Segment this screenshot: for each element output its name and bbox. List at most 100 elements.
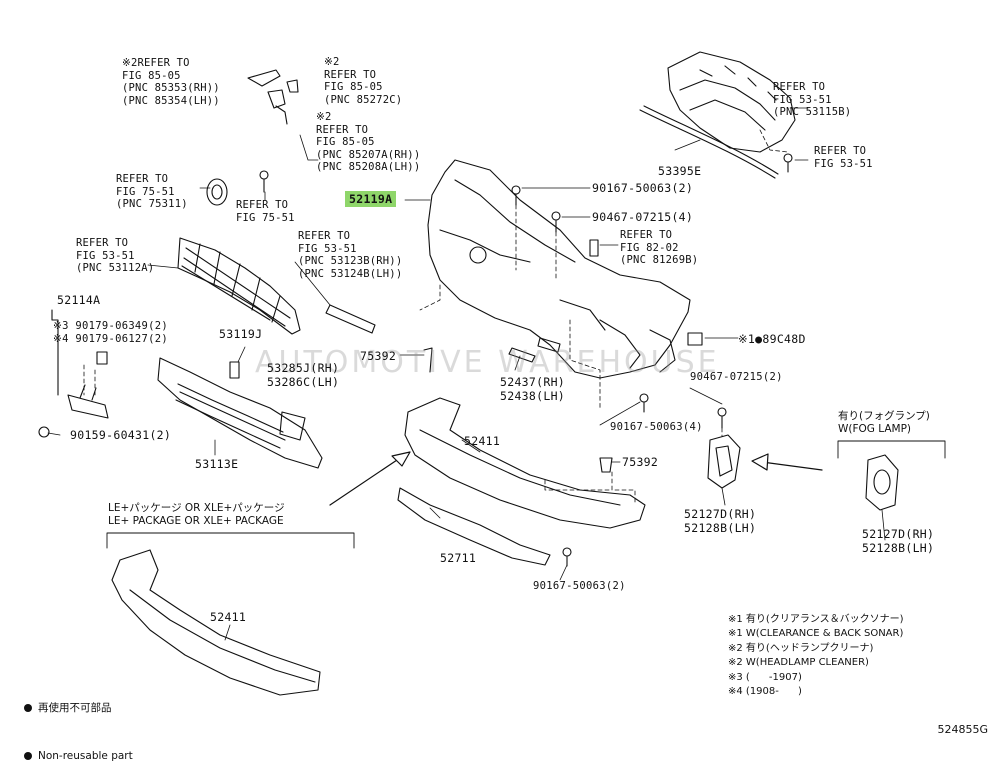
label-line: (PNC 85353(RH))	[122, 82, 220, 94]
label-line: (PNC 53112A)	[76, 262, 155, 274]
cover-53285J	[279, 411, 306, 441]
watermark: AUTOMOTIVE WAREHOUSE	[255, 345, 720, 380]
part-52114A[interactable]: 52114A	[57, 293, 100, 308]
part-52411-center[interactable]: 52411	[464, 434, 501, 449]
part-53113E[interactable]: 53113E	[195, 457, 238, 472]
fog-lamp-bracket	[837, 440, 946, 459]
label-line: REFER TO	[116, 173, 169, 185]
dashed-lines	[83, 129, 789, 506]
label-line: FIG 53-51	[76, 249, 135, 262]
fog-lamp-cover-w	[865, 454, 899, 511]
screw-90167-a	[511, 185, 521, 206]
part-52127D-a[interactable]: 52127D(RH)52128B(LH)	[684, 507, 757, 535]
part-90467-07215-4[interactable]: 90467-07215(4)	[592, 210, 693, 225]
clip-75-51	[259, 170, 269, 193]
package-bracket	[106, 532, 355, 549]
lower-grille	[157, 357, 323, 469]
drawing-code: 524855G	[937, 723, 988, 736]
part-52127D-b[interactable]: 52127D(RH)52128B(LH)	[862, 527, 935, 555]
label-line: 90167-50063(2)	[592, 181, 694, 195]
part-90167-50063-4[interactable]: 90167-50063(4)	[610, 421, 703, 435]
label-line: (PNC 85272C)	[324, 93, 403, 106]
fog-lamp-caption: 有り(フォグランプ)W(FOG LAMP)	[838, 410, 930, 436]
part-90167-50063-2c[interactable]: 90167-50063(2)	[533, 580, 626, 594]
label-line: ※2	[316, 111, 332, 123]
part-52119A[interactable]: 52119A	[345, 191, 397, 207]
bumper-reinforcement	[667, 51, 796, 153]
label-line: 52711	[440, 551, 477, 565]
clip-75392-right	[599, 457, 613, 473]
label-line: 75392	[360, 349, 397, 363]
label-line: 90167-50063(4)	[610, 421, 703, 433]
label-line: REFER TO	[298, 230, 351, 242]
label-line: W(FOG LAMP)	[838, 423, 912, 435]
part-52437[interactable]: 52437(RH)52438(LH)	[500, 375, 566, 403]
label-line: 90159-60431(2)	[70, 428, 172, 442]
label-line: FIG 85-05	[324, 81, 383, 93]
part-90467-07215-2[interactable]: 90467-07215(2)	[690, 371, 783, 385]
screw-90167-c	[562, 547, 572, 567]
legend-jp: 再使用不可部品	[38, 702, 112, 714]
part-52711[interactable]: 52711	[440, 551, 477, 566]
label-line: 52127D(RH)	[862, 527, 935, 541]
strip-53395E	[639, 105, 779, 179]
part-90179[interactable]: ※3 90179-06349(2)※4 90179-06127(2)	[53, 320, 168, 345]
parts-diagram	[38, 51, 946, 696]
non-reusable-dot-icon	[24, 752, 32, 760]
non-reusable-dot-icon	[24, 704, 32, 712]
part-90159-60431[interactable]: 90159-60431(2)	[70, 428, 172, 443]
label-line: REFER TO	[773, 81, 826, 93]
assembly-arrow-right	[751, 453, 823, 471]
label-line: 52127D(RH)	[684, 507, 757, 521]
part-52411-le[interactable]: 52411	[210, 610, 247, 625]
label-line: 52411	[210, 610, 247, 624]
label-line: 75392	[622, 455, 659, 469]
tab-52437	[508, 337, 561, 363]
part-89C48D[interactable]: ※1●89C48D	[738, 332, 806, 347]
screw-90467-b	[717, 407, 727, 429]
label-line: FIG 85-05	[122, 69, 181, 82]
footnotes: ※1 有り(クリアランス＆バックソナー)※1 W(CLEARANCE & BAC…	[728, 613, 904, 699]
label-line: ※4 90179-06127(2)	[53, 332, 169, 345]
leader-lines	[47, 107, 886, 641]
label-line: FIG 75-51	[236, 211, 295, 224]
label-line: REFER TO	[76, 237, 129, 249]
label-line: 52411	[464, 434, 501, 448]
emblem	[206, 178, 228, 206]
label-line: 90467-07215(2)	[690, 371, 783, 383]
part-53285J[interactable]: 53285J(RH)53286C(LH)	[267, 361, 340, 389]
part-75392-b[interactable]: 75392	[622, 455, 659, 470]
screw-90467-a	[551, 211, 561, 233]
part-75392-a[interactable]: 75392	[360, 349, 397, 364]
label-line: 52437(RH)	[500, 375, 566, 389]
assembly-arrow-left	[329, 451, 411, 506]
label-line: REFER TO	[620, 229, 673, 241]
bumper-cover	[427, 159, 691, 379]
label-line: ※2 有り(ヘッドランプクリーナ)	[728, 642, 874, 654]
part-90167-50063-2a[interactable]: 90167-50063(2)	[592, 181, 694, 196]
label-line: FIG 82-02	[620, 241, 679, 254]
label-line: 53285J(RH)	[267, 361, 340, 375]
label-line: ※4 (1908- )	[728, 686, 802, 698]
label-line: FIG 75-51	[116, 185, 175, 198]
legend-en: Non-reusable part	[38, 750, 133, 762]
part-53119J[interactable]: 53119J	[219, 327, 262, 342]
lower-spoiler-52411-le	[111, 549, 321, 696]
screw-90167-top	[783, 153, 793, 173]
strip-52711	[397, 487, 551, 566]
clip-89C48D	[687, 332, 703, 346]
part-53395E[interactable]: 53395E	[658, 164, 701, 179]
label-line: ※2	[324, 56, 340, 68]
label-line: LE+ PACKAGE OR XLE+ PACKAGE	[108, 515, 284, 527]
